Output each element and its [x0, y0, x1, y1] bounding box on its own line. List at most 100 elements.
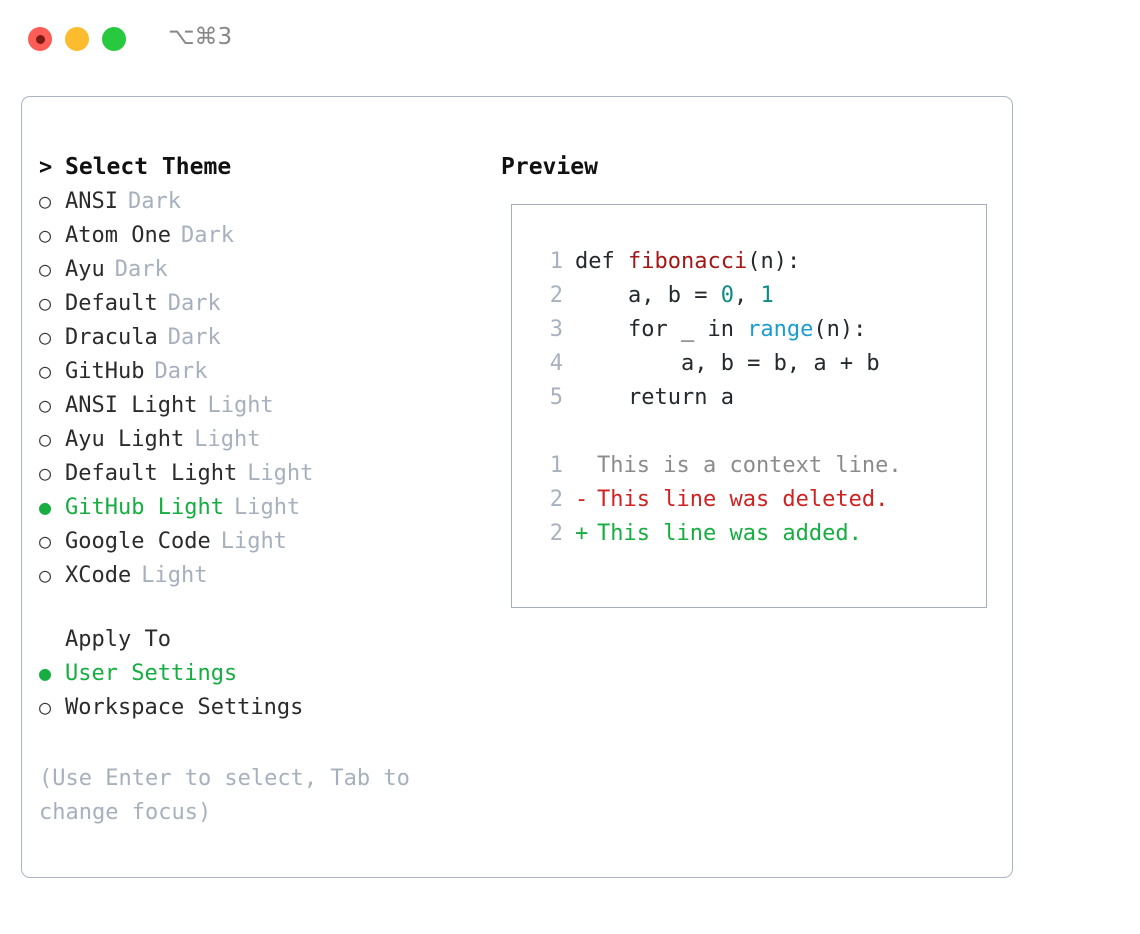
diff-line-ctx: 1 This is a context line.	[533, 449, 980, 483]
code-text: def fibonacci(n):	[575, 245, 800, 279]
code-token-num: 1	[760, 283, 774, 308]
section-title: Select Theme	[65, 154, 232, 180]
line-number: 2	[549, 521, 563, 546]
theme-name: Ayu Light	[65, 427, 185, 452]
theme-list-item[interactable]: ● GitHub Light Light	[39, 490, 479, 524]
code-text: a, b = 0, 1	[575, 279, 774, 313]
theme-variant-tag: Light	[194, 427, 261, 452]
theme-variant-tag: Dark	[167, 291, 221, 316]
diff-text: This line was added.	[597, 521, 862, 546]
code-token-plain: def	[575, 249, 628, 274]
theme-name: ANSI	[65, 189, 118, 214]
theme-list-item[interactable]: ○ Default Light Light	[39, 456, 479, 490]
code-text: return a	[575, 381, 734, 415]
close-button-icon[interactable]	[28, 27, 52, 51]
apply-to-title: Apply To	[65, 627, 171, 652]
theme-list-item[interactable]: ○ ANSI Dark	[39, 184, 479, 218]
line-number: 1	[549, 249, 563, 274]
radio-selected-icon: ●	[39, 661, 52, 685]
radio-unselected-icon: ○	[39, 189, 52, 213]
theme-variant-tag: Dark	[127, 189, 181, 214]
theme-variant-tag: Dark	[167, 325, 221, 350]
theme-name: Dracula	[65, 325, 158, 350]
code-line: 5 return a	[533, 381, 980, 415]
minimize-button-icon[interactable]	[65, 27, 89, 51]
radio-unselected-icon: ○	[39, 325, 52, 349]
diff-sign	[575, 449, 597, 483]
theme-name: GitHub	[65, 359, 145, 384]
theme-variant-tag: Light	[141, 563, 208, 588]
theme-name: ANSI Light	[65, 393, 198, 418]
line-number: 2	[549, 487, 563, 512]
theme-list-item[interactable]: ○ Dracula Dark	[39, 320, 479, 354]
section-spacer	[39, 592, 479, 622]
traffic-light-buttons	[28, 27, 126, 51]
code-token-plain: ,	[733, 283, 761, 308]
radio-selected-icon: ●	[39, 495, 52, 519]
diff-text: This is a context line.	[597, 453, 902, 478]
diff-text: This line was deleted.	[597, 487, 889, 512]
line-number: 2	[549, 283, 563, 308]
theme-list-item[interactable]: ○ XCode Light	[39, 558, 479, 592]
caret-icon: >	[39, 155, 53, 180]
maximize-button-icon[interactable]	[102, 27, 126, 51]
line-number: 4	[549, 351, 563, 376]
theme-name: Default	[65, 291, 158, 316]
apply-to-item[interactable]: ● User Settings	[39, 656, 479, 690]
code-token-plain: return a	[575, 385, 734, 410]
code-line: 4 a, b = b, a + b	[533, 347, 980, 381]
code-token-call: range	[747, 317, 814, 342]
radio-unselected-icon: ○	[39, 563, 52, 587]
theme-name: XCode	[65, 563, 132, 588]
radio-unselected-icon: ○	[39, 257, 52, 281]
code-text: a, b = b, a + b	[575, 347, 880, 381]
apply-to-label: Workspace Settings	[65, 695, 304, 720]
theme-list-item[interactable]: ○ Ayu Dark	[39, 252, 479, 286]
theme-name: GitHub Light	[65, 495, 224, 520]
diff-sign: -	[575, 487, 589, 512]
code-token-plain: (n):	[747, 249, 801, 274]
apply-to-item[interactable]: ○ Workspace Settings	[39, 690, 479, 724]
theme-variant-tag: Light	[247, 461, 314, 486]
diff-sign: +	[575, 521, 589, 546]
theme-name: Atom One	[65, 223, 171, 248]
code-line: 1 def fibonacci(n):	[533, 245, 980, 279]
apply-to-list: ● User Settings ○ Workspace Settings	[39, 656, 479, 724]
radio-unselected-icon: ○	[39, 223, 52, 247]
radio-unselected-icon: ○	[39, 393, 52, 417]
code-spacer	[533, 415, 980, 449]
title-bar: ⌥⌘3	[0, 0, 1140, 78]
radio-unselected-icon: ○	[39, 359, 52, 383]
preview-title: Preview	[501, 154, 598, 180]
code-token-plain: (n):	[813, 317, 867, 342]
theme-variant-tag: Light	[233, 495, 301, 520]
keyboard-hint-text: (Use Enter to select, Tab to change focu…	[39, 766, 410, 825]
code-line: 2 a, b = 0, 1	[533, 279, 980, 313]
theme-name: Default Light	[65, 461, 238, 486]
apply-to-heading: ○ Apply To	[39, 622, 479, 656]
theme-variant-tag: Dark	[114, 257, 168, 282]
diff-line-add: 2 + This line was added.	[533, 517, 980, 551]
radio-unselected-icon: ○	[39, 461, 52, 485]
theme-name: Ayu	[65, 257, 105, 282]
radio-unselected-icon: ○	[39, 695, 52, 719]
line-number: 5	[549, 385, 563, 410]
code-token-plain: for _ in	[575, 317, 748, 342]
line-number: 3	[549, 317, 563, 342]
code-token-plain: a, b = b, a + b	[575, 351, 880, 376]
diff-snippet: 1 This is a context line. 2-This line was…	[533, 449, 980, 551]
apply-to-label: User Settings	[65, 661, 238, 686]
code-token-plain: a, b =	[575, 283, 721, 308]
